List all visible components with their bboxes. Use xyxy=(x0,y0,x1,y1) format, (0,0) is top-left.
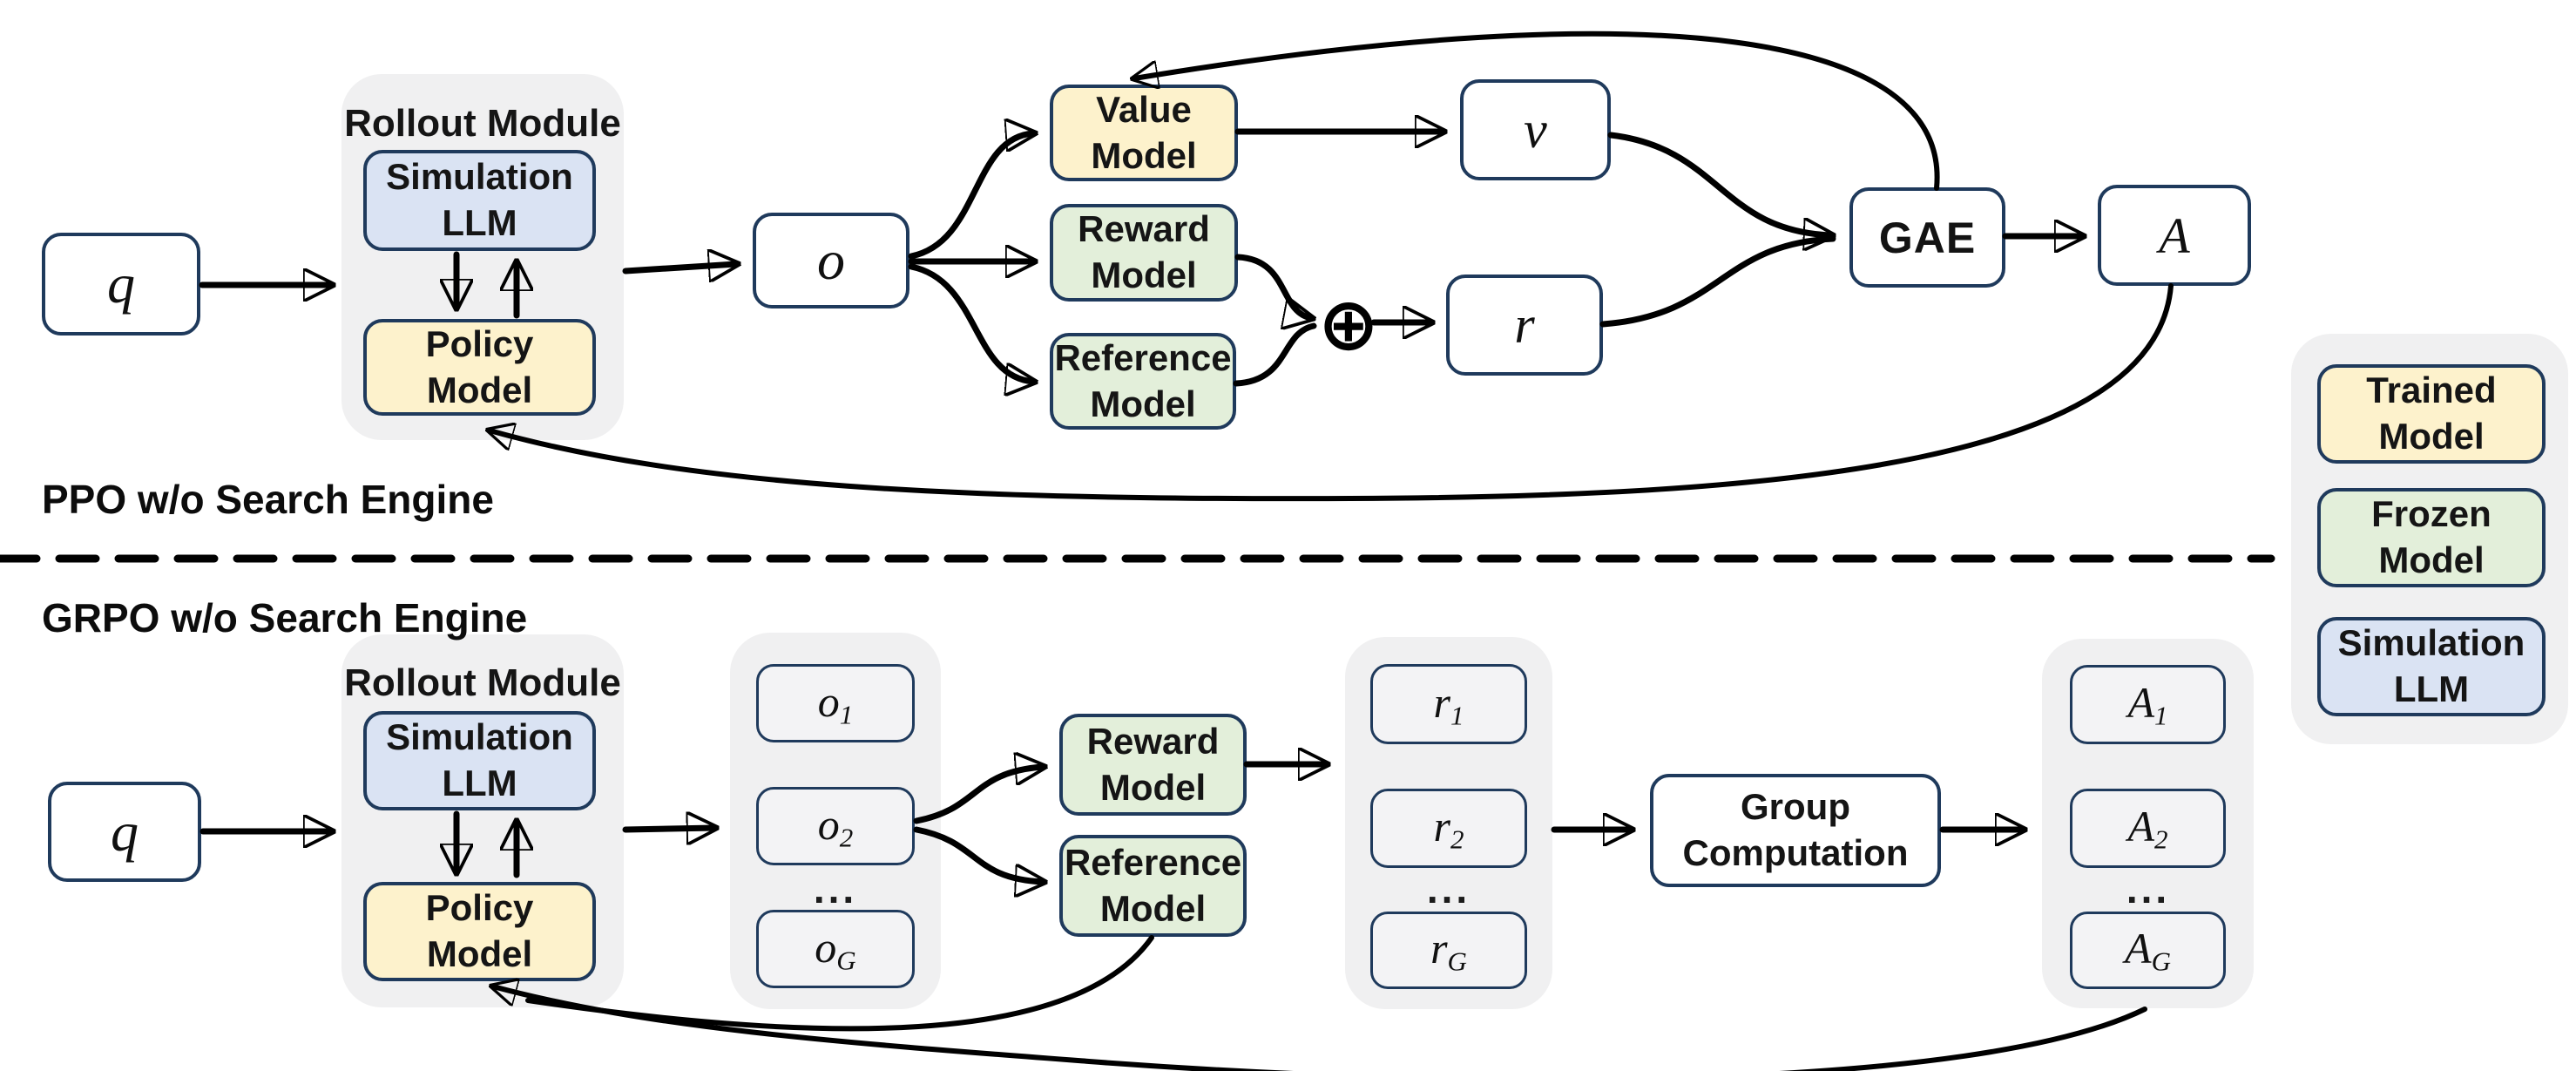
legend-simulation-llm-label: Simulation LLM xyxy=(2337,622,2525,709)
grpo-group-computation-box: Group Computation xyxy=(1650,774,1941,887)
ppo-reward-model-box: Reward Model xyxy=(1050,204,1238,302)
legend-trained-model-swatch: Trained Model xyxy=(2317,364,2546,464)
grpo-query-box: q xyxy=(48,782,201,882)
arrow-ppo-output-to-value-model xyxy=(908,133,1033,260)
grpo-output-1-box: o1 xyxy=(756,664,915,742)
grpo-output-1-label: o1 xyxy=(817,676,854,730)
arrow-grpo-rollout-to-outputs xyxy=(622,828,714,830)
grpo-reward-2-label: r2 xyxy=(1433,802,1464,855)
ppo-section-title: PPO w/o Search Engine xyxy=(42,477,494,522)
grpo-output-g-box: oG xyxy=(756,910,915,988)
ppo-output-label: o xyxy=(817,229,845,291)
grpo-advantage-g-box: AG xyxy=(2070,912,2226,989)
ppo-gae-box: GAE xyxy=(1849,187,2005,288)
ppo-reference-model-box: Reference Model xyxy=(1050,333,1236,430)
grpo-reward-g-box: rG xyxy=(1370,912,1527,989)
grpo-output-2-label: o2 xyxy=(817,799,854,853)
grpo-query-label: q xyxy=(111,800,139,863)
grpo-reward-2-box: r2 xyxy=(1370,789,1527,868)
grpo-reference-model-label: Reference Model xyxy=(1064,841,1242,929)
grpo-policy-model-label: Policy Model xyxy=(425,887,534,974)
ppo-reward-model-label: Reward Model xyxy=(1078,208,1210,295)
grpo-advantage-1-label: A1 xyxy=(2127,678,2168,731)
ppo-simulation-llm-label: Simulation LLM xyxy=(386,156,573,243)
curve-ppo-reference-model-to-oplus xyxy=(1233,322,1317,387)
ppo-query-box: q xyxy=(42,233,200,336)
grpo-output-g-label: oG xyxy=(815,922,856,976)
grpo-reward-model-label: Reward Model xyxy=(1086,720,1220,808)
grpo-advantage-1-box: A1 xyxy=(2070,665,2226,744)
ppo-advantage-label: A xyxy=(2159,207,2190,264)
legend-frozen-model-swatch: Frozen Model xyxy=(2317,488,2546,587)
grpo-advantage-2-label: A2 xyxy=(2127,802,2168,855)
arrow-ppo-rollout-to-output xyxy=(622,264,736,271)
arrow-ppo-v-to-gae xyxy=(1607,132,1831,235)
legend-frozen-model-label: Frozen Model xyxy=(2371,493,2491,580)
grpo-outputs-ellipsis: ... xyxy=(813,866,858,912)
ppo-reward-out-box: r xyxy=(1446,275,1603,376)
ppo-value-model-label: Value Model xyxy=(1091,88,1197,176)
ppo-value-model-box: Value Model xyxy=(1050,85,1238,181)
ppo-value-out-label: v xyxy=(1524,100,1547,159)
legend-trained-model-label: Trained Model xyxy=(2366,369,2497,457)
grpo-reward-1-box: r1 xyxy=(1370,664,1527,744)
ppo-advantage-box: A xyxy=(2098,185,2251,286)
arrow-ppo-reward-model-to-oplus xyxy=(1234,254,1311,318)
arrow-grpo-advantage-feedback-to-policy xyxy=(493,986,2147,1071)
grpo-output-2-box: o2 xyxy=(756,787,915,865)
grpo-advantages-ellipsis: ... xyxy=(2126,866,2171,912)
ppo-output-box: o xyxy=(753,213,909,308)
grpo-rewards-ellipsis: ... xyxy=(1426,866,1471,912)
ppo-reference-model-label: Reference Model xyxy=(1054,336,1232,424)
grpo-section-title: GRPO w/o Search Engine xyxy=(42,595,528,641)
oplus-combine-icon: ⊕ xyxy=(1317,281,1380,367)
legend-simulation-llm-swatch: Simulation LLM xyxy=(2317,617,2546,716)
grpo-reward-model-box: Reward Model xyxy=(1059,714,1247,816)
grpo-reward-1-label: r1 xyxy=(1433,677,1464,731)
grpo-policy-model-box: Policy Model xyxy=(363,882,596,981)
ppo-rollout-module-title: Rollout Module xyxy=(344,102,621,145)
grpo-advantage-2-box: A2 xyxy=(2070,789,2226,868)
grpo-reward-g-label: rG xyxy=(1430,924,1467,977)
curve-ppo-r-to-gae xyxy=(1599,235,1836,328)
ppo-gae-label: GAE xyxy=(1878,213,1977,262)
ppo-value-out-box: v xyxy=(1460,79,1611,180)
ppo-reward-out-label: r xyxy=(1514,295,1535,354)
grpo-simulation-llm-label: Simulation LLM xyxy=(386,716,573,803)
ppo-query-label: q xyxy=(107,253,135,315)
ppo-policy-model-label: Policy Model xyxy=(425,322,534,410)
grpo-advantage-g-label: AG xyxy=(2125,924,2171,977)
grpo-group-computation-label: Group Computation xyxy=(1682,786,1909,873)
grpo-rollout-module-title: Rollout Module xyxy=(344,661,621,704)
ppo-simulation-llm-box: Simulation LLM xyxy=(363,150,596,251)
ppo-policy-model-box: Policy Model xyxy=(363,319,596,416)
grpo-simulation-llm-box: Simulation LLM xyxy=(363,711,596,810)
arrow-ppo-output-to-reference-model xyxy=(908,263,1033,382)
grpo-reference-model-box: Reference Model xyxy=(1059,835,1247,937)
